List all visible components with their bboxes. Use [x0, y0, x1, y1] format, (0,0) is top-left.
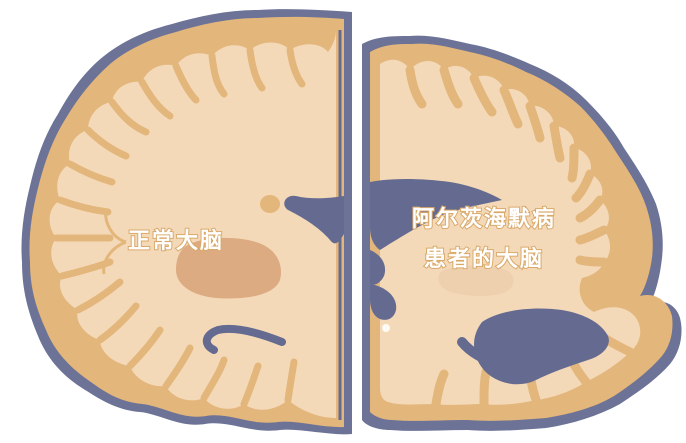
alzheimer-brain-section: 阿尔茨海默病 患者的大脑: [362, 36, 682, 431]
alzheimer-brain-label-line2: 患者的大脑: [424, 246, 544, 272]
normal-brain-section: 正常大脑: [21, 9, 352, 434]
normal-brain-caudate: [260, 195, 280, 213]
normal-brain-label: 正常大脑: [128, 228, 224, 254]
alzheimer-brain-label-line1: 阿尔茨海默病: [412, 206, 556, 232]
alzheimer-brain-dot: [382, 324, 390, 332]
